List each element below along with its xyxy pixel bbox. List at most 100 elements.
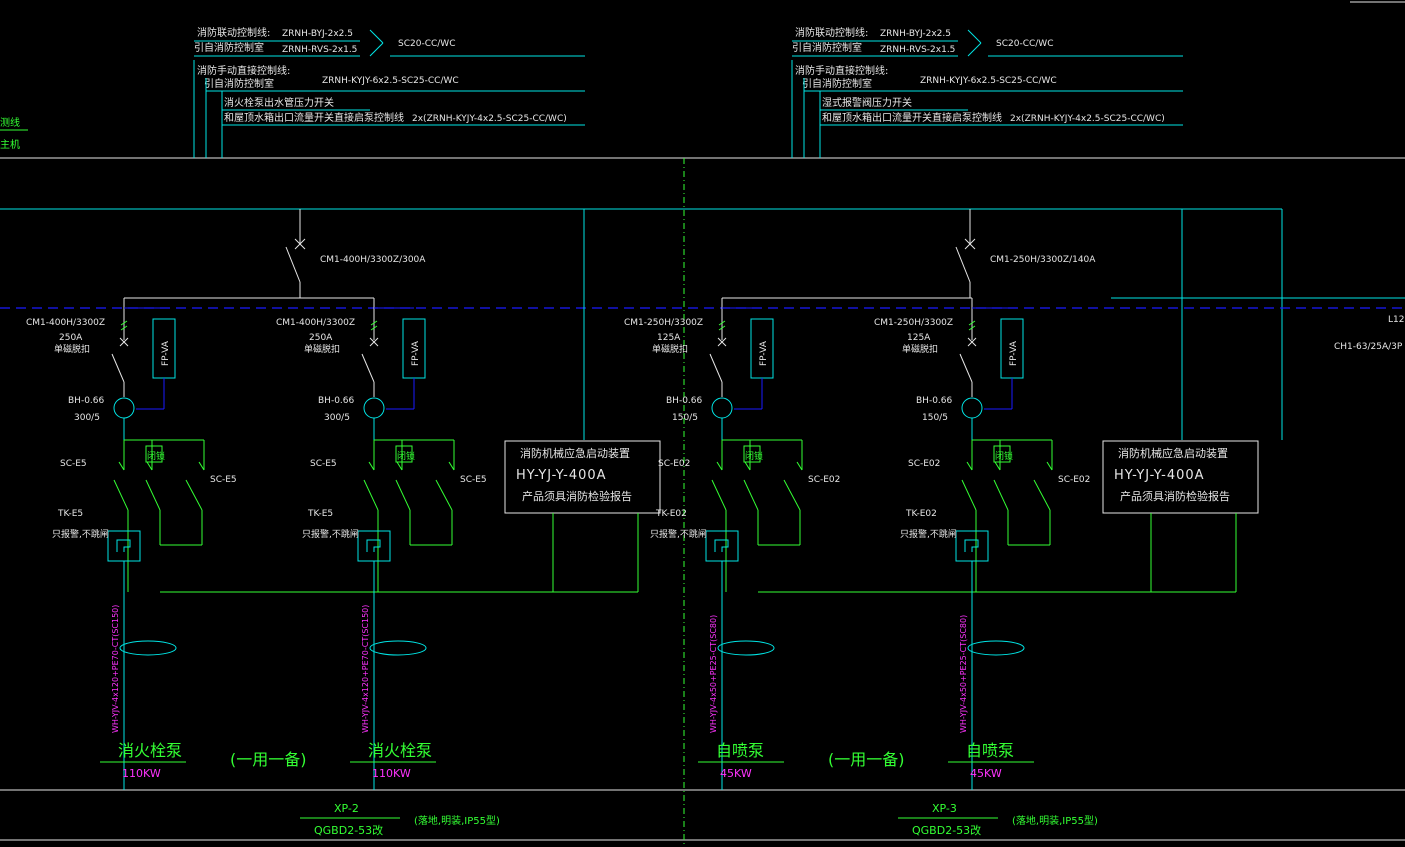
incomer-x (964, 238, 976, 250)
box-code-label: XP-2 (334, 802, 359, 815)
cable-tie (369, 640, 427, 656)
branch-rating-label: 250A (309, 333, 333, 343)
right-edge-breaker: CH1-63/25A/3P (1334, 342, 1403, 352)
branch-breaker-label: CM1-250H/3300Z (624, 318, 703, 328)
device-box-line-2: HY-YJ-Y-400A (516, 468, 607, 483)
interlock-box (395, 445, 413, 463)
relay-label: TK-E5 (307, 509, 333, 519)
contact-hook (448, 461, 455, 471)
fpva-label: FP-VA (759, 340, 769, 366)
thermal-relay-box (955, 530, 989, 562)
standby-label: (一用一备) (230, 750, 307, 769)
interlock-label: 闭锁 (397, 450, 415, 462)
surge-mark (370, 320, 378, 326)
interlock-label: 闭锁 (147, 450, 165, 462)
fpva-label: FP-VA (161, 340, 171, 366)
box-model-label: QGBD2-53改 (314, 823, 383, 837)
contact-hook (966, 461, 973, 471)
thermal-relay-symbol (964, 539, 979, 552)
branch-note-label: 单磁脱扣 (902, 343, 938, 355)
current-transformer (961, 397, 983, 419)
thermal-relay-symbol (366, 539, 381, 552)
branch-rating-label: 125A (657, 333, 681, 343)
feeder-cable-label: WH-YJV-4x50+PE25-CT(SC80) (709, 615, 718, 733)
thermal-relay-symbol (116, 539, 131, 552)
surge-mark (370, 325, 378, 331)
cable-tie (717, 640, 775, 656)
linkage-cable-2: ZRNH-RVS-2x1.5 (880, 45, 955, 55)
power-label: 45KW (970, 767, 1002, 780)
contact-blade (961, 479, 977, 511)
incomer-switch-blade (955, 246, 971, 283)
device-box-line-1: 消防机械应急启动装置 (520, 446, 630, 460)
branch-rating-label: 125A (907, 333, 931, 343)
contact-blade (993, 479, 1009, 511)
ct-label: BH-0.66 (68, 396, 105, 406)
contactor-label: SC-E5 (310, 459, 337, 469)
breaker-blade (959, 353, 973, 383)
interlock-label: 闭锁 (995, 450, 1013, 462)
ct-label: BH-0.66 (666, 396, 703, 406)
manual-label: 消防手动直接控制线: (795, 64, 888, 77)
device-box (504, 440, 661, 514)
current-transformer (363, 397, 385, 419)
interlock-box (993, 445, 1011, 463)
ct-ratio-label: 300/5 (74, 413, 100, 423)
branch-rating-label: 250A (59, 333, 83, 343)
device-box-line-1: 消防机械应急启动装置 (1118, 446, 1228, 460)
manual-cable: ZRNH-KYJY-6x2.5-SC25-CC/WC (322, 76, 459, 86)
contactor-label: SC-E5 (60, 459, 87, 469)
thermal-relay-box (357, 530, 391, 562)
breaker-blade (709, 353, 723, 383)
fpva-label: FP-VA (411, 340, 421, 366)
thermal-relay-symbol (714, 539, 729, 552)
contact-blade (395, 479, 411, 511)
load-label: 自喷泵 (966, 741, 1014, 760)
start-line-2: 和屋顶水箱出口流量开关直接启泵控制线 (224, 111, 404, 124)
power-label: 110KW (122, 767, 161, 780)
contact-hook (744, 461, 751, 471)
linkage-cable-1: ZRNH-BYJ-2x2.5 (880, 29, 951, 39)
contact-hook (396, 461, 403, 471)
incomer-x (294, 238, 306, 250)
interlock-label: 闭锁 (745, 450, 763, 462)
main-breaker-label: CM1-400H/3300Z/300A (320, 255, 426, 265)
feeder-cable-label: WH-YJV-4x50+PE25-CT(SC80) (959, 615, 968, 733)
contact-blade (185, 479, 203, 511)
contact-blade (145, 479, 161, 511)
arrow-line (369, 42, 384, 57)
device-box-line-3: 产品须具消防检验报告 (522, 489, 632, 503)
load-label: 消火栓泵 (368, 741, 432, 760)
arrow-line (369, 29, 384, 44)
relay-note-label: 只报警,不跳闸 (302, 528, 359, 540)
contact-blade (743, 479, 759, 511)
contact-hook (368, 461, 375, 471)
branch-note-label: 单磁脱扣 (652, 343, 688, 355)
left-edge-text-1: 测线 (0, 116, 20, 129)
start-line-1: 湿式报警阀压力开关 (822, 96, 912, 109)
relay-label: TK-E5 (57, 509, 83, 519)
contact-hook (796, 461, 803, 471)
left-edge-text-2: 主机 (0, 138, 20, 151)
breaker-blade (111, 353, 125, 383)
surge-mark (968, 320, 976, 326)
contactor-label: SC-E02 (658, 459, 690, 469)
linkage-label: 消防联动控制线: (795, 26, 868, 39)
breaker-x (369, 337, 379, 347)
branch-breaker-label: CM1-400H/3300Z (276, 318, 355, 328)
current-transformer (113, 397, 135, 419)
surge-mark (120, 325, 128, 331)
contactor-label-2: SC-E5 (210, 475, 237, 485)
contactor-label-2: SC-E02 (1058, 475, 1090, 485)
device-box (1102, 440, 1259, 514)
branch-breaker-label: CM1-250H/3300Z (874, 318, 953, 328)
device-box-line-3: 产品须具消防检验报告 (1120, 489, 1230, 503)
relay-note-label: 只报警,不跳闸 (650, 528, 707, 540)
